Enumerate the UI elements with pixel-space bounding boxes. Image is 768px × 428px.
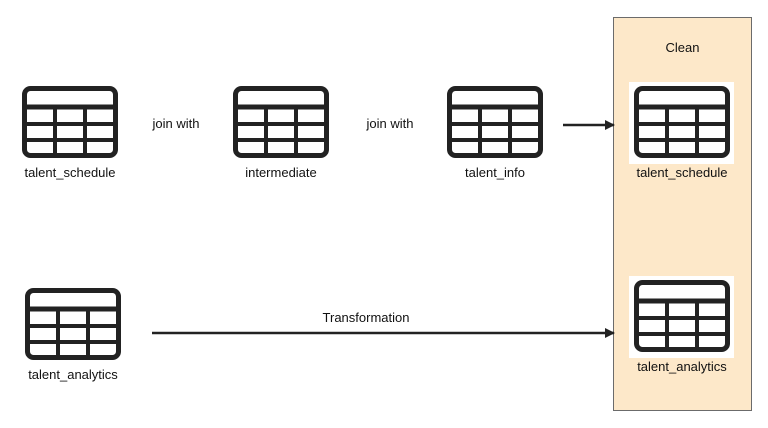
node-label-talent-info: talent_info	[465, 165, 525, 180]
node-label-clean-talent-schedule: talent_schedule	[636, 165, 728, 180]
node-label-talent-analytics: talent_analytics	[28, 367, 118, 382]
node-label-intermediate: intermediate	[245, 165, 317, 180]
table-icon	[28, 291, 119, 358]
node-label-clean-talent-analytics: talent_analytics	[637, 359, 727, 374]
table-icon	[236, 89, 327, 156]
edge-label-transformation: Transformation	[322, 310, 410, 325]
clean-group-title: Clean	[665, 40, 700, 55]
table-icon	[450, 89, 541, 156]
edge-label-join-1: join with	[152, 116, 200, 131]
edge-label-join-2: join with	[366, 116, 414, 131]
table-icon	[637, 89, 728, 156]
node-label-talent-schedule: talent_schedule	[24, 165, 116, 180]
table-icon	[25, 89, 116, 156]
table-icon	[637, 283, 728, 350]
